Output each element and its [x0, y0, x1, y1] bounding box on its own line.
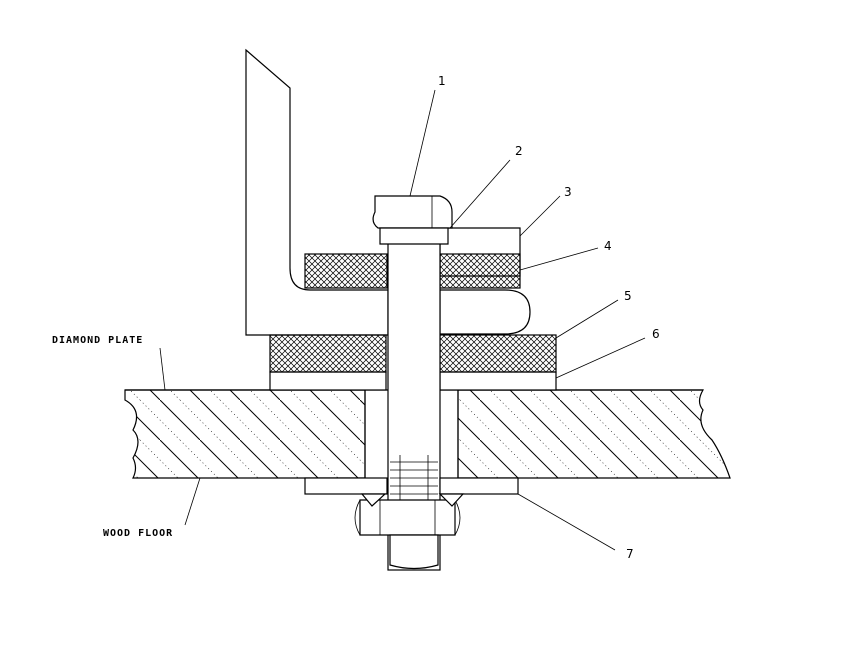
- lower-pad-left: [269, 334, 387, 373]
- upper-pad-left: [304, 253, 388, 289]
- bottom-plate-right: [439, 477, 519, 495]
- lower-pad-right: [439, 334, 557, 373]
- upper-pad-right: [439, 253, 521, 289]
- washer: [379, 227, 449, 245]
- callout-4: 4: [604, 239, 612, 253]
- bottom-plate-left: [304, 477, 388, 495]
- wood-floor-left: [124, 389, 366, 479]
- bolt-threads: [390, 455, 438, 500]
- callout-3: 3: [564, 185, 572, 199]
- callout-5: 5: [624, 289, 632, 303]
- wood-floor-label: WOOD FLOOR: [103, 528, 173, 539]
- callout-2: 2: [515, 144, 523, 158]
- callout-7: 7: [626, 547, 634, 561]
- wood-floor-right: [457, 389, 731, 479]
- diamond-plate-label: DIAMOND PLATE: [52, 335, 143, 346]
- bolt-head: [372, 195, 453, 229]
- spacer-left: [269, 371, 387, 391]
- spacer-right: [439, 371, 557, 391]
- angle-bracket: [245, 48, 389, 336]
- callout-1: 1: [438, 74, 446, 88]
- clamp-plate: [439, 289, 531, 335]
- callout-6: 6: [652, 327, 660, 341]
- leader-lines: [159, 89, 646, 551]
- nut: [359, 499, 456, 536]
